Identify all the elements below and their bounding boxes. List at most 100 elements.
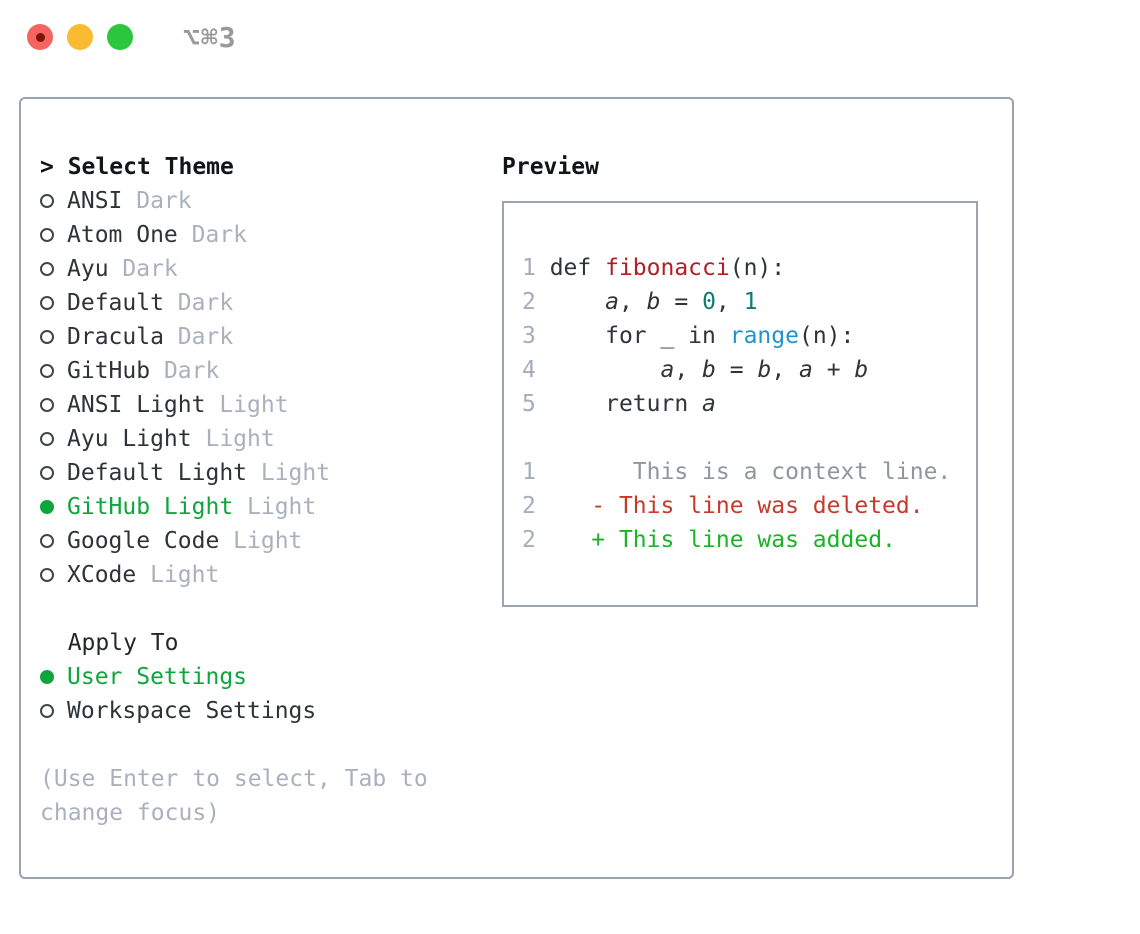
radio-icon: [40, 228, 54, 242]
apply-option-user-settings[interactable]: User Settings: [40, 660, 490, 694]
radio-icon: [40, 296, 54, 310]
option-label: Ayu Light: [67, 426, 192, 452]
modified-dot-icon: [35, 32, 45, 42]
variant-tag: Light: [205, 426, 275, 452]
option-label: XCode: [67, 562, 137, 588]
radio-icon: [40, 262, 54, 276]
code-line: 2 + This line was added.: [522, 523, 958, 557]
code-segment-num: 0: [702, 289, 716, 315]
preview-column: Preview 1 def fibonacci(n):2 a, b = 0, 1…: [502, 150, 988, 607]
code-segment-fg: [550, 357, 661, 383]
minimize-button[interactable]: [67, 24, 93, 50]
variant-tag: Light: [150, 562, 220, 588]
theme-option-ayu[interactable]: Ayu Dark: [40, 252, 490, 286]
code-line: 2 a, b = 0, 1: [522, 285, 958, 319]
code-segment-fg: return: [549, 391, 703, 417]
option-label: Default Light: [67, 460, 248, 486]
apply-to-header: Apply To: [40, 626, 490, 660]
radio-icon: [40, 704, 54, 718]
theme-option-default[interactable]: Default Dark: [40, 286, 490, 320]
code-segment-fg: =: [715, 357, 758, 383]
select-theme-title: Select Theme: [67, 154, 234, 180]
select-theme-header: > Select Theme: [40, 150, 490, 184]
code-segment-fg: ,: [618, 289, 647, 315]
code-segment-ln: 1: [522, 459, 536, 485]
theme-option-github-light[interactable]: GitHub Light Light: [40, 490, 490, 524]
code-segment-fn: fibonacci: [605, 255, 730, 281]
radio-selected-icon: [40, 500, 54, 514]
code-line: 1 This is a context line.: [522, 455, 958, 489]
code-segment-ln: 2: [522, 289, 550, 315]
code-line: 5 return a: [522, 387, 958, 421]
code-segment-var: b: [646, 289, 661, 315]
option-label: Workspace Settings: [67, 698, 317, 724]
theme-option-default-light[interactable]: Default Light Light: [40, 456, 490, 490]
theme-option-github[interactable]: GitHub Dark: [40, 354, 490, 388]
radio-selected-icon: [40, 670, 54, 684]
code-segment-ln: 3: [522, 323, 550, 349]
apply-to-title: Apply To: [67, 630, 179, 656]
radio-icon: [40, 194, 54, 208]
radio-icon: [40, 466, 54, 480]
code-segment-fg: ,: [674, 357, 703, 383]
code-segment-ln: 2: [522, 527, 536, 553]
code-segment-fg: =: [660, 289, 703, 315]
code-segment-fg: [550, 289, 605, 315]
option-label: Ayu: [67, 256, 109, 282]
preview-title: Preview: [502, 154, 599, 180]
code-segment-blt: range: [729, 323, 799, 349]
code-segment-del: - This line was deleted.: [535, 493, 924, 519]
window-title: ⌥⌘3: [183, 20, 237, 54]
code-line: 3 for _ in range(n):: [522, 319, 958, 353]
option-label: Default: [67, 290, 164, 316]
code-segment-var: b: [702, 357, 716, 383]
code-segment-var: a: [605, 289, 619, 315]
code-segment-var: a: [799, 357, 813, 383]
code-segment-fg: ,: [715, 289, 744, 315]
code-segment-ln: 1: [522, 255, 550, 281]
prompt-icon: >: [40, 154, 54, 180]
option-label: GitHub: [67, 358, 151, 384]
zoom-button[interactable]: [107, 24, 133, 50]
close-button[interactable]: [27, 24, 53, 50]
variant-tag: Dark: [163, 358, 220, 384]
code-line: 2 - This line was deleted.: [522, 489, 958, 523]
code-segment-fg: for _ in: [549, 323, 730, 349]
code-line: [522, 421, 958, 455]
variant-tag: Dark: [177, 290, 234, 316]
code-segment-fg: (n):: [729, 255, 786, 281]
titlebar: ⌥⌘3: [0, 0, 1140, 74]
help-text-line2: change focus): [40, 800, 221, 826]
variant-tag: Light: [260, 460, 331, 486]
option-label: ANSI Light: [67, 392, 206, 418]
variant-tag: Light: [247, 494, 317, 520]
code-segment-ln: 2: [522, 493, 536, 519]
option-label: User Settings: [67, 664, 248, 690]
code-segment-var: a: [660, 357, 675, 383]
variant-tag: Dark: [122, 256, 178, 282]
variant-tag: Light: [233, 528, 303, 554]
apply-option-workspace-settings[interactable]: Workspace Settings: [40, 694, 490, 728]
option-label: GitHub Light: [67, 494, 234, 520]
code-segment-ln: 4: [522, 357, 550, 383]
variant-tag: Dark: [136, 188, 192, 214]
radio-icon: [40, 432, 54, 446]
theme-option-xcode[interactable]: XCode Light: [40, 558, 490, 592]
radio-icon: [40, 398, 54, 412]
code-segment-num: 1: [743, 289, 758, 315]
code-line: 4 a, b = b, a + b: [522, 353, 958, 387]
theme-option-ayu-light[interactable]: Ayu Light Light: [40, 422, 490, 456]
code-segment-var: b: [757, 357, 772, 383]
